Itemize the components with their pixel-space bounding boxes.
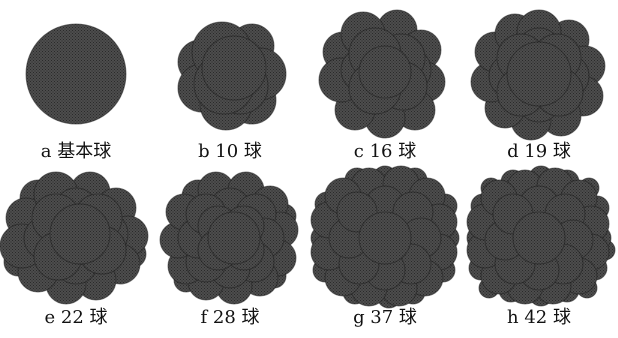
panel-caption-h: h 42 球 [464, 307, 614, 329]
sphere-cluster-c [319, 10, 445, 138]
sphere [513, 212, 565, 264]
sphere-cluster-b [178, 22, 286, 130]
sphere-cluster-g [311, 166, 459, 308]
sphere [26, 24, 126, 124]
sphere-cluster-h [467, 166, 615, 306]
sphere [359, 46, 411, 98]
sphere [359, 212, 411, 264]
sphere [507, 42, 571, 106]
panel-caption-a: a 基本球 [1, 141, 151, 163]
sphere-cluster-a [26, 24, 126, 124]
sphere-cluster-d [471, 10, 605, 140]
panel-caption-g: g 37 球 [310, 307, 460, 329]
sphere [50, 204, 110, 264]
sphere-cluster-f [160, 172, 298, 304]
panel-caption-e: e 22 球 [1, 307, 151, 329]
panel-caption-b: b 10 球 [155, 141, 305, 163]
panel-caption-f: f 28 球 [155, 307, 305, 329]
sphere-cluster-e [0, 172, 148, 304]
panel-caption-c: c 16 球 [310, 141, 460, 163]
panel-caption-d: d 19 球 [464, 141, 614, 163]
sphere [208, 212, 260, 264]
sphere [202, 36, 266, 100]
